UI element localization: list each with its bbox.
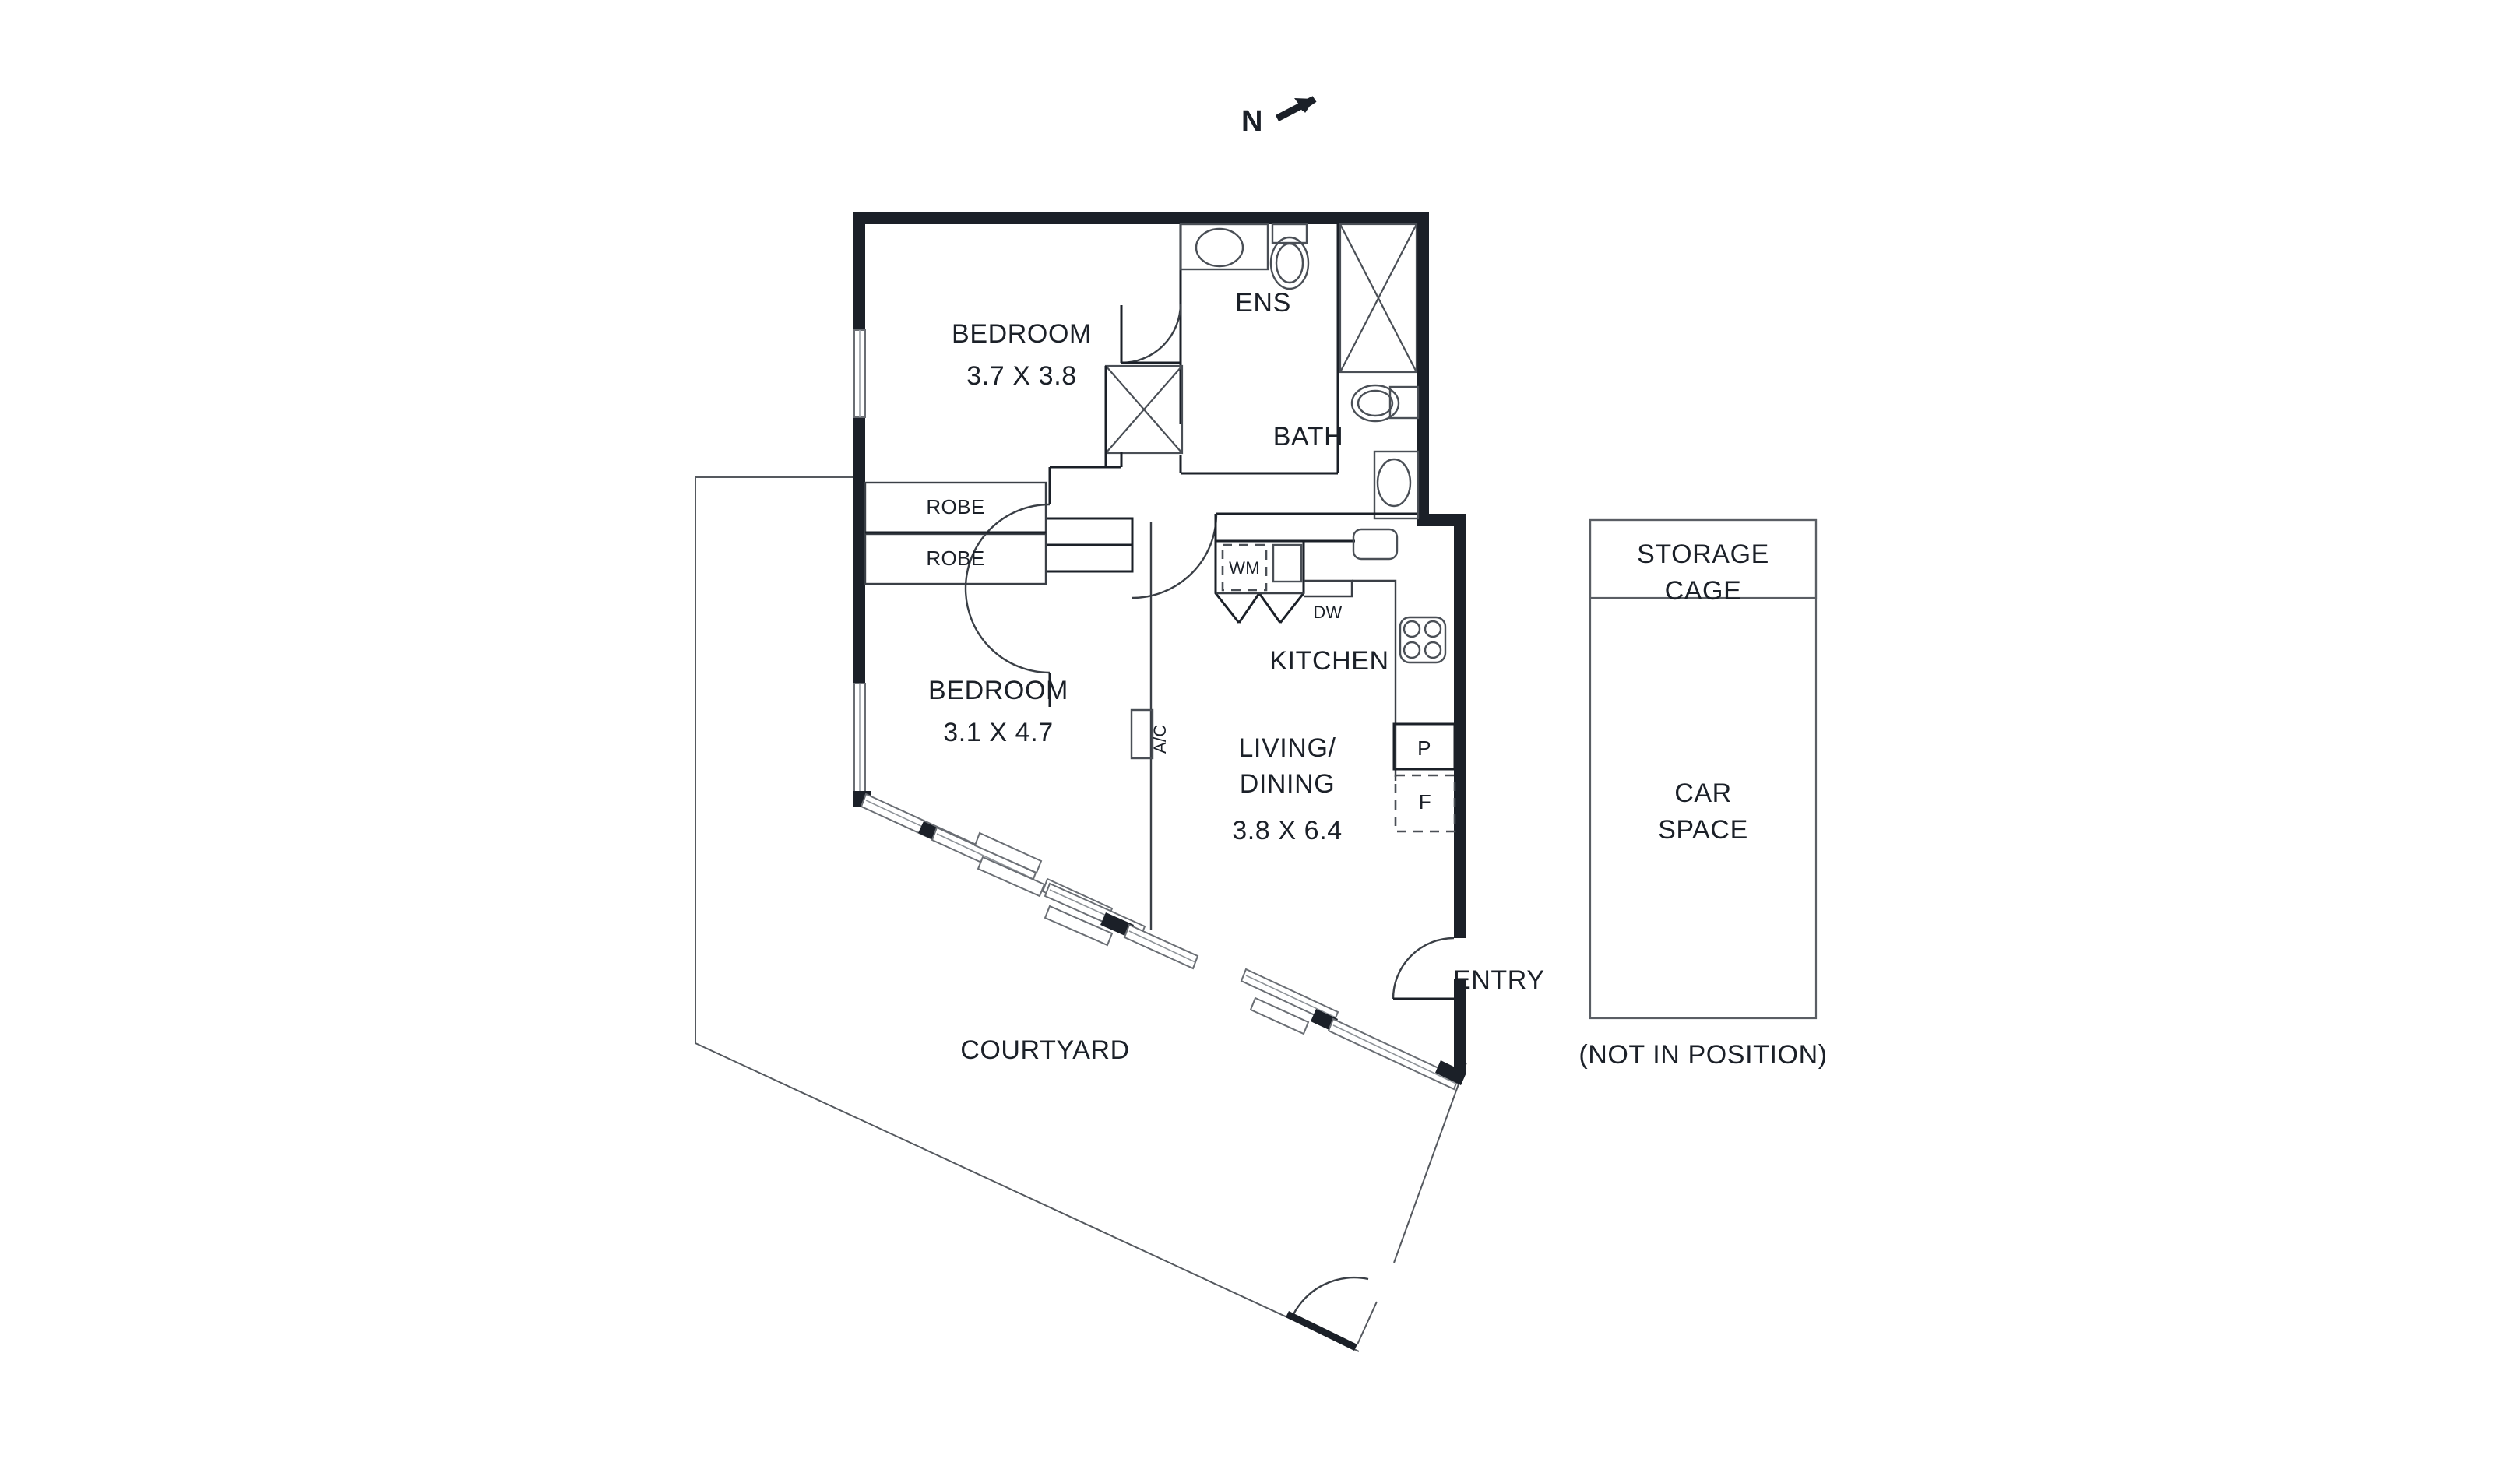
windows-left-wall — [853, 329, 866, 797]
entry-label: ENTRY — [1453, 965, 1545, 995]
washing-machine-label: WM — [1229, 558, 1260, 578]
north-label: N — [1241, 105, 1263, 138]
room-bedroom-2: A/C BEDROOM 3.1 X 4.7 — [928, 522, 1170, 930]
north-arrow-icon — [1275, 96, 1317, 121]
washing-machine-outline — [1221, 543, 1268, 592]
bedroom-2-label: BEDROOM — [928, 676, 1068, 705]
parking-diagram: STORAGE CAGE CAR SPACE (NOT IN POSITION) — [1579, 518, 1827, 1070]
bedroom-1-label: BEDROOM — [952, 319, 1092, 349]
fridge-outline — [1394, 774, 1456, 833]
room-living-dining: LIVING/ DINING 3.8 X 6.4 — [1232, 733, 1343, 845]
robe-upper-label: ROBE — [926, 495, 984, 518]
slider-panel-10 — [1249, 996, 1310, 1035]
air-conditioner-label: A/C — [1150, 724, 1170, 754]
storage-cage-label-1: STORAGE — [1637, 539, 1769, 569]
courtyard-label: COURTYARD — [960, 1035, 1130, 1065]
north-indicator: N — [1241, 96, 1317, 138]
room-ensuite: ENS — [1120, 223, 1418, 475]
bedroom-2-dimensions: 3.1 X 4.7 — [943, 718, 1054, 747]
living-dining-label-2: DINING — [1240, 769, 1336, 799]
robes: ROBE ROBE — [864, 481, 1047, 585]
fridge-label: F — [1419, 790, 1431, 814]
slider-panel-11 — [1327, 1017, 1460, 1091]
slider-panel-4 — [977, 856, 1046, 898]
hallway-doors — [964, 452, 1218, 707]
dishwasher-label: DW — [1313, 603, 1342, 622]
sliding-doors-courtyard — [853, 791, 1466, 1091]
laundry: WM — [1214, 514, 1355, 624]
storage-cage-outline — [1589, 518, 1818, 599]
robe-lower-label: ROBE — [926, 546, 984, 570]
car-space-label-2: SPACE — [1658, 815, 1748, 845]
parking-disclaimer: (NOT IN POSITION) — [1579, 1040, 1827, 1070]
kitchen-label: KITCHEN — [1269, 646, 1388, 676]
room-bathroom: BATH — [1104, 364, 1420, 520]
ensuite-label: ENS — [1235, 288, 1291, 318]
car-space-label-1: CAR — [1674, 778, 1732, 808]
room-kitchen: DW KITCHEN P F — [1269, 528, 1456, 833]
living-dining-label-1: LIVING/ — [1238, 733, 1336, 763]
entry: ENTRY — [1392, 937, 1545, 1000]
slider-panel-6 — [1044, 905, 1114, 947]
slider-panel-3 — [973, 831, 1043, 874]
pantry-outline — [1392, 722, 1456, 771]
courtyard: COURTYARD — [960, 1035, 1130, 1065]
bathroom-label: BATH — [1273, 422, 1344, 452]
storage-cage-label-2: CAGE — [1665, 576, 1742, 606]
room-bedroom-1: BEDROOM 3.7 X 3.8 — [952, 319, 1092, 391]
courtyard-boundary — [695, 476, 1467, 1352]
bedroom-1-dimensions: 3.7 X 3.8 — [966, 361, 1077, 391]
pantry-label: P — [1417, 736, 1431, 760]
living-dining-dimensions: 3.8 X 6.4 — [1232, 816, 1343, 845]
slider-panel-8 — [1123, 923, 1199, 970]
